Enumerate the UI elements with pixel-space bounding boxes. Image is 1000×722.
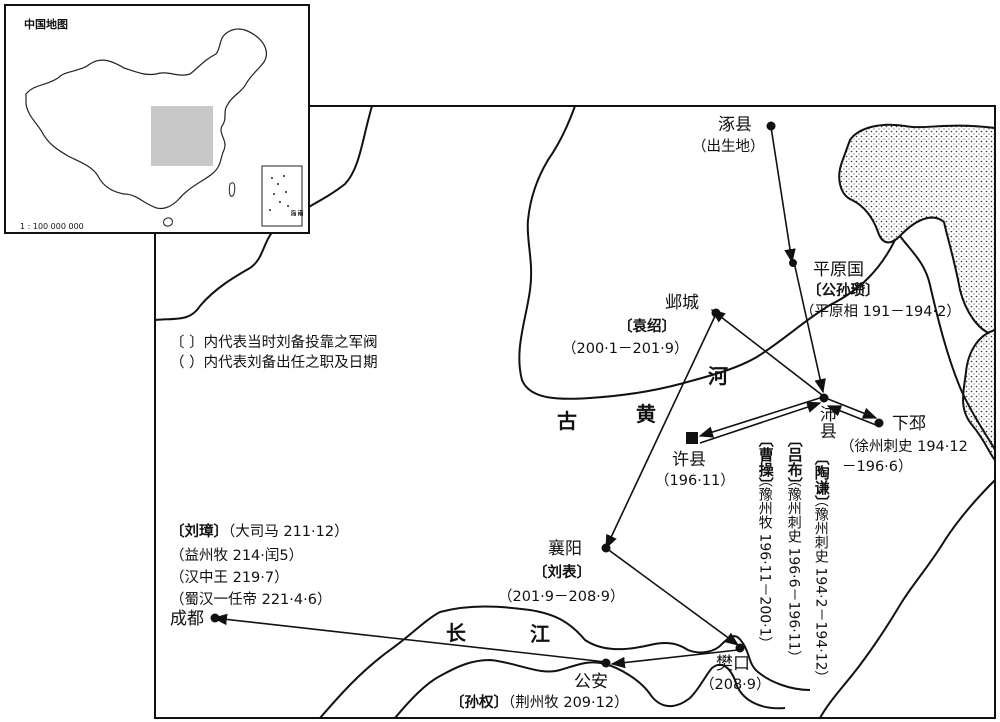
city-dot-peixian bbox=[819, 393, 829, 403]
lord-lvbu-text: 吕布 bbox=[785, 447, 804, 477]
place-xiapi: 下邳 bbox=[892, 414, 926, 434]
china-outline bbox=[25, 28, 303, 227]
place-xiangyang: 襄阳 bbox=[548, 539, 582, 559]
south-sea-text-1: 南海 bbox=[289, 210, 303, 216]
river-label-he: 河 bbox=[708, 364, 728, 388]
place-zhuoxian: 涿县 bbox=[718, 115, 752, 135]
city-dot-chengdu bbox=[210, 613, 220, 623]
note-gongan: （荆州牧 209·12） bbox=[508, 695, 629, 711]
note-xiapi-2: －196·6） bbox=[842, 459, 913, 475]
taiwan-island bbox=[228, 182, 236, 197]
note-chengdu-3: （汉中王 219·7） bbox=[170, 570, 289, 586]
capital-square-xuxian bbox=[686, 432, 698, 444]
city-dot-gongan bbox=[601, 658, 611, 668]
coastline bbox=[899, 235, 996, 451]
lord-xiangyang: 〔刘表〕 bbox=[533, 565, 591, 581]
lord-taoqian-text: 陶谦 bbox=[812, 465, 831, 495]
legend-round-bracket: （ ）内代表刘备出任之职及日期 bbox=[170, 355, 378, 371]
city-dot-xiapi bbox=[874, 418, 884, 428]
inset-title: 中国地图 bbox=[24, 18, 68, 31]
south-sea-text-2: 诸岛 bbox=[289, 210, 303, 216]
route-peixian-xiapi-a bbox=[827, 398, 878, 419]
note-chengdu-2: （益州牧 214·闰5） bbox=[170, 548, 304, 564]
note-chengdu-4: （蜀汉一任帝 221·4·6） bbox=[170, 592, 332, 608]
note-zhuoxian: （出生地） bbox=[692, 139, 765, 155]
legend-square-bracket: 〔 〕内代表当时刘备投靠之军阀 bbox=[170, 335, 378, 351]
yangtze-south-bank bbox=[394, 658, 786, 719]
note-xiangyang: （201·9－208·9） bbox=[498, 589, 625, 605]
route-peixian-xuxian-b bbox=[699, 401, 822, 444]
route-peixian-xuxian-a bbox=[698, 396, 824, 438]
ancient-yellow-river bbox=[518, 105, 896, 400]
note-fankou: （208·9） bbox=[700, 677, 771, 693]
route-pingyuan-peixian bbox=[793, 261, 826, 394]
route-zhuoxian-pingyuan bbox=[770, 126, 796, 264]
place-peixian: 沛县 bbox=[815, 405, 836, 439]
inset-scale: 1 : 100 000 000 bbox=[20, 222, 84, 231]
river-label-gu: 古 bbox=[557, 409, 577, 433]
lord-pingyuan: 〔公孙瓒〕 bbox=[807, 283, 880, 299]
route-yecheng-xiangyang bbox=[605, 313, 717, 550]
note-caocao: （豫州牧 196·11－200·1） bbox=[756, 473, 773, 651]
note-pingyuan: （平原相 191－194·2） bbox=[800, 304, 961, 320]
study-area-highlight bbox=[151, 106, 213, 166]
city-dot-fankou bbox=[735, 643, 745, 653]
sea-area-north bbox=[838, 123, 996, 337]
note-yecheng: （200·1－201·9） bbox=[562, 341, 689, 357]
place-pingyuan: 平原国 bbox=[813, 260, 864, 280]
route-gongan-chengdu bbox=[212, 613, 607, 663]
lord-yecheng: 〔袁绍〕 bbox=[618, 319, 676, 335]
yangtze-north-bank bbox=[319, 605, 811, 719]
place-chengdu: 成都 bbox=[170, 609, 204, 629]
lord-taoqian: 〔陶谦〕 bbox=[812, 450, 831, 510]
place-yecheng: 邺城 bbox=[665, 293, 699, 313]
route-peixian-yecheng bbox=[710, 309, 823, 396]
city-dot-zhuoxian bbox=[766, 121, 776, 131]
lord-caocao-text: 曹操 bbox=[756, 447, 775, 477]
chengdu-annotation: 〔刘璋〕（大司马 211·12） bbox=[170, 525, 349, 540]
route-xiangyang-fankou bbox=[605, 547, 740, 646]
place-fankou: 樊口 bbox=[716, 654, 750, 674]
lord-xiangyang-text: 刘表 bbox=[547, 565, 577, 581]
lord-pingyuan-text: 公孙瓒 bbox=[821, 283, 866, 299]
note-lvbu: （豫州刺史 196·6－196·11） bbox=[785, 473, 802, 665]
lord-chengdu-text: 刘璋 bbox=[184, 524, 214, 540]
lord-yecheng-text: 袁绍 bbox=[632, 319, 662, 335]
place-xuxian: 许县 bbox=[672, 450, 706, 470]
lord-caocao: 〔曹操〕 bbox=[756, 432, 775, 492]
border-line-west bbox=[154, 105, 373, 321]
river-label-huang: 黄 bbox=[636, 402, 656, 426]
lord-chengdu: 〔刘璋〕 bbox=[170, 524, 228, 540]
hainan-island bbox=[163, 217, 173, 227]
note-xuxian: （196·11） bbox=[655, 473, 735, 489]
city-dot-pingyuan bbox=[789, 259, 797, 267]
south-sea-islands bbox=[269, 175, 289, 211]
note-chengdu-1: （大司马 211·12） bbox=[228, 524, 349, 540]
route-fankou-gongan bbox=[610, 649, 739, 669]
river-label-chang: 长 bbox=[446, 621, 466, 645]
note-xiapi-1: （徐州刺史 194·12 bbox=[840, 439, 968, 455]
southern-coast bbox=[819, 479, 996, 719]
lord-lvbu: 〔吕布〕 bbox=[785, 432, 804, 492]
lord-gongan-text: 孙权 bbox=[464, 695, 494, 711]
lord-gongan: 〔孙权〕 bbox=[450, 695, 508, 711]
sea-area-south bbox=[962, 328, 996, 463]
route-peixian-xiapi-b bbox=[826, 405, 877, 426]
china-shape bbox=[25, 28, 268, 210]
river-label-jiang: 江 bbox=[530, 622, 550, 646]
city-dot-yecheng bbox=[711, 308, 721, 318]
gongan-annotation: 〔孙权〕（荆州牧 209·12） bbox=[450, 696, 629, 711]
city-dot-xiangyang bbox=[601, 543, 611, 553]
inset-map: 中国地图 南海 诸岛 1 : 100 000 000 bbox=[4, 4, 310, 234]
place-gongan: 公安 bbox=[574, 672, 608, 692]
note-taoqian: （豫州刺史 194·2－194·12） bbox=[812, 493, 829, 685]
south-sea-box bbox=[261, 165, 303, 227]
